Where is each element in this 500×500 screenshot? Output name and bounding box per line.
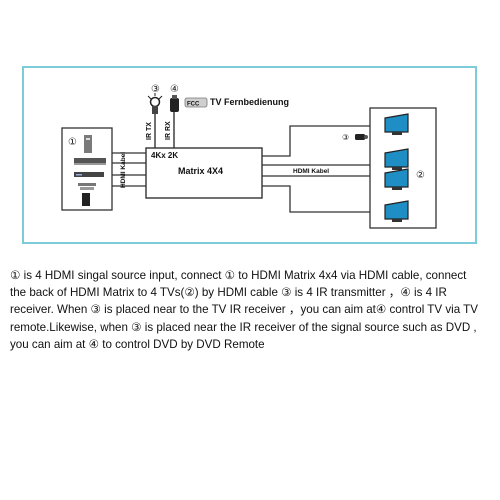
- ir-transmitter-near-tv-icon: [355, 134, 368, 140]
- ir-rx-label: IR RX: [165, 121, 172, 140]
- hdmi-kabel-right-label: HDMI Kabel: [293, 168, 329, 175]
- matrix-label: Matrix 4X4: [178, 166, 223, 176]
- tv-icon-1: [384, 113, 409, 135]
- tv-remote-icon: FCC: [184, 97, 208, 108]
- remote-badge: FCC: [187, 102, 200, 108]
- ir-receiver-icon: [170, 95, 179, 112]
- tv-icon-4: [384, 200, 409, 222]
- dvd-player-icon: [74, 158, 106, 165]
- marker-1-label: ①: [68, 137, 77, 148]
- computer-icon: [78, 183, 96, 190]
- description-text: ① is 4 HDMI singal source input, connect…: [10, 269, 478, 351]
- tv-icon-3: [384, 168, 409, 190]
- marker-3-near-tv-label: ③: [342, 133, 349, 142]
- tv-remote-label: TV Fernbedienung: [210, 97, 289, 107]
- hdmi-matrix-box: [145, 147, 263, 199]
- marker-3-label: ③: [151, 84, 160, 95]
- ir-tx-label: IR TX: [146, 122, 153, 140]
- connection-diagram: ③ ④ FCC TV Fernbedienung IR TX IR RX 4Kx…: [61, 84, 437, 229]
- set-top-box-icon: [74, 172, 104, 177]
- matrix-top-label: 4Kx 2K: [151, 151, 178, 160]
- game-console-icon: [82, 193, 90, 206]
- marker-2-label: ②: [416, 170, 425, 181]
- ir-transmitter-icon: [147, 93, 163, 114]
- media-player-icon: [84, 135, 92, 153]
- hdmi-kabel-left-label: HDMI Kabel: [120, 152, 127, 188]
- tv-icon-2: [384, 148, 409, 170]
- marker-4-label: ④: [170, 84, 179, 95]
